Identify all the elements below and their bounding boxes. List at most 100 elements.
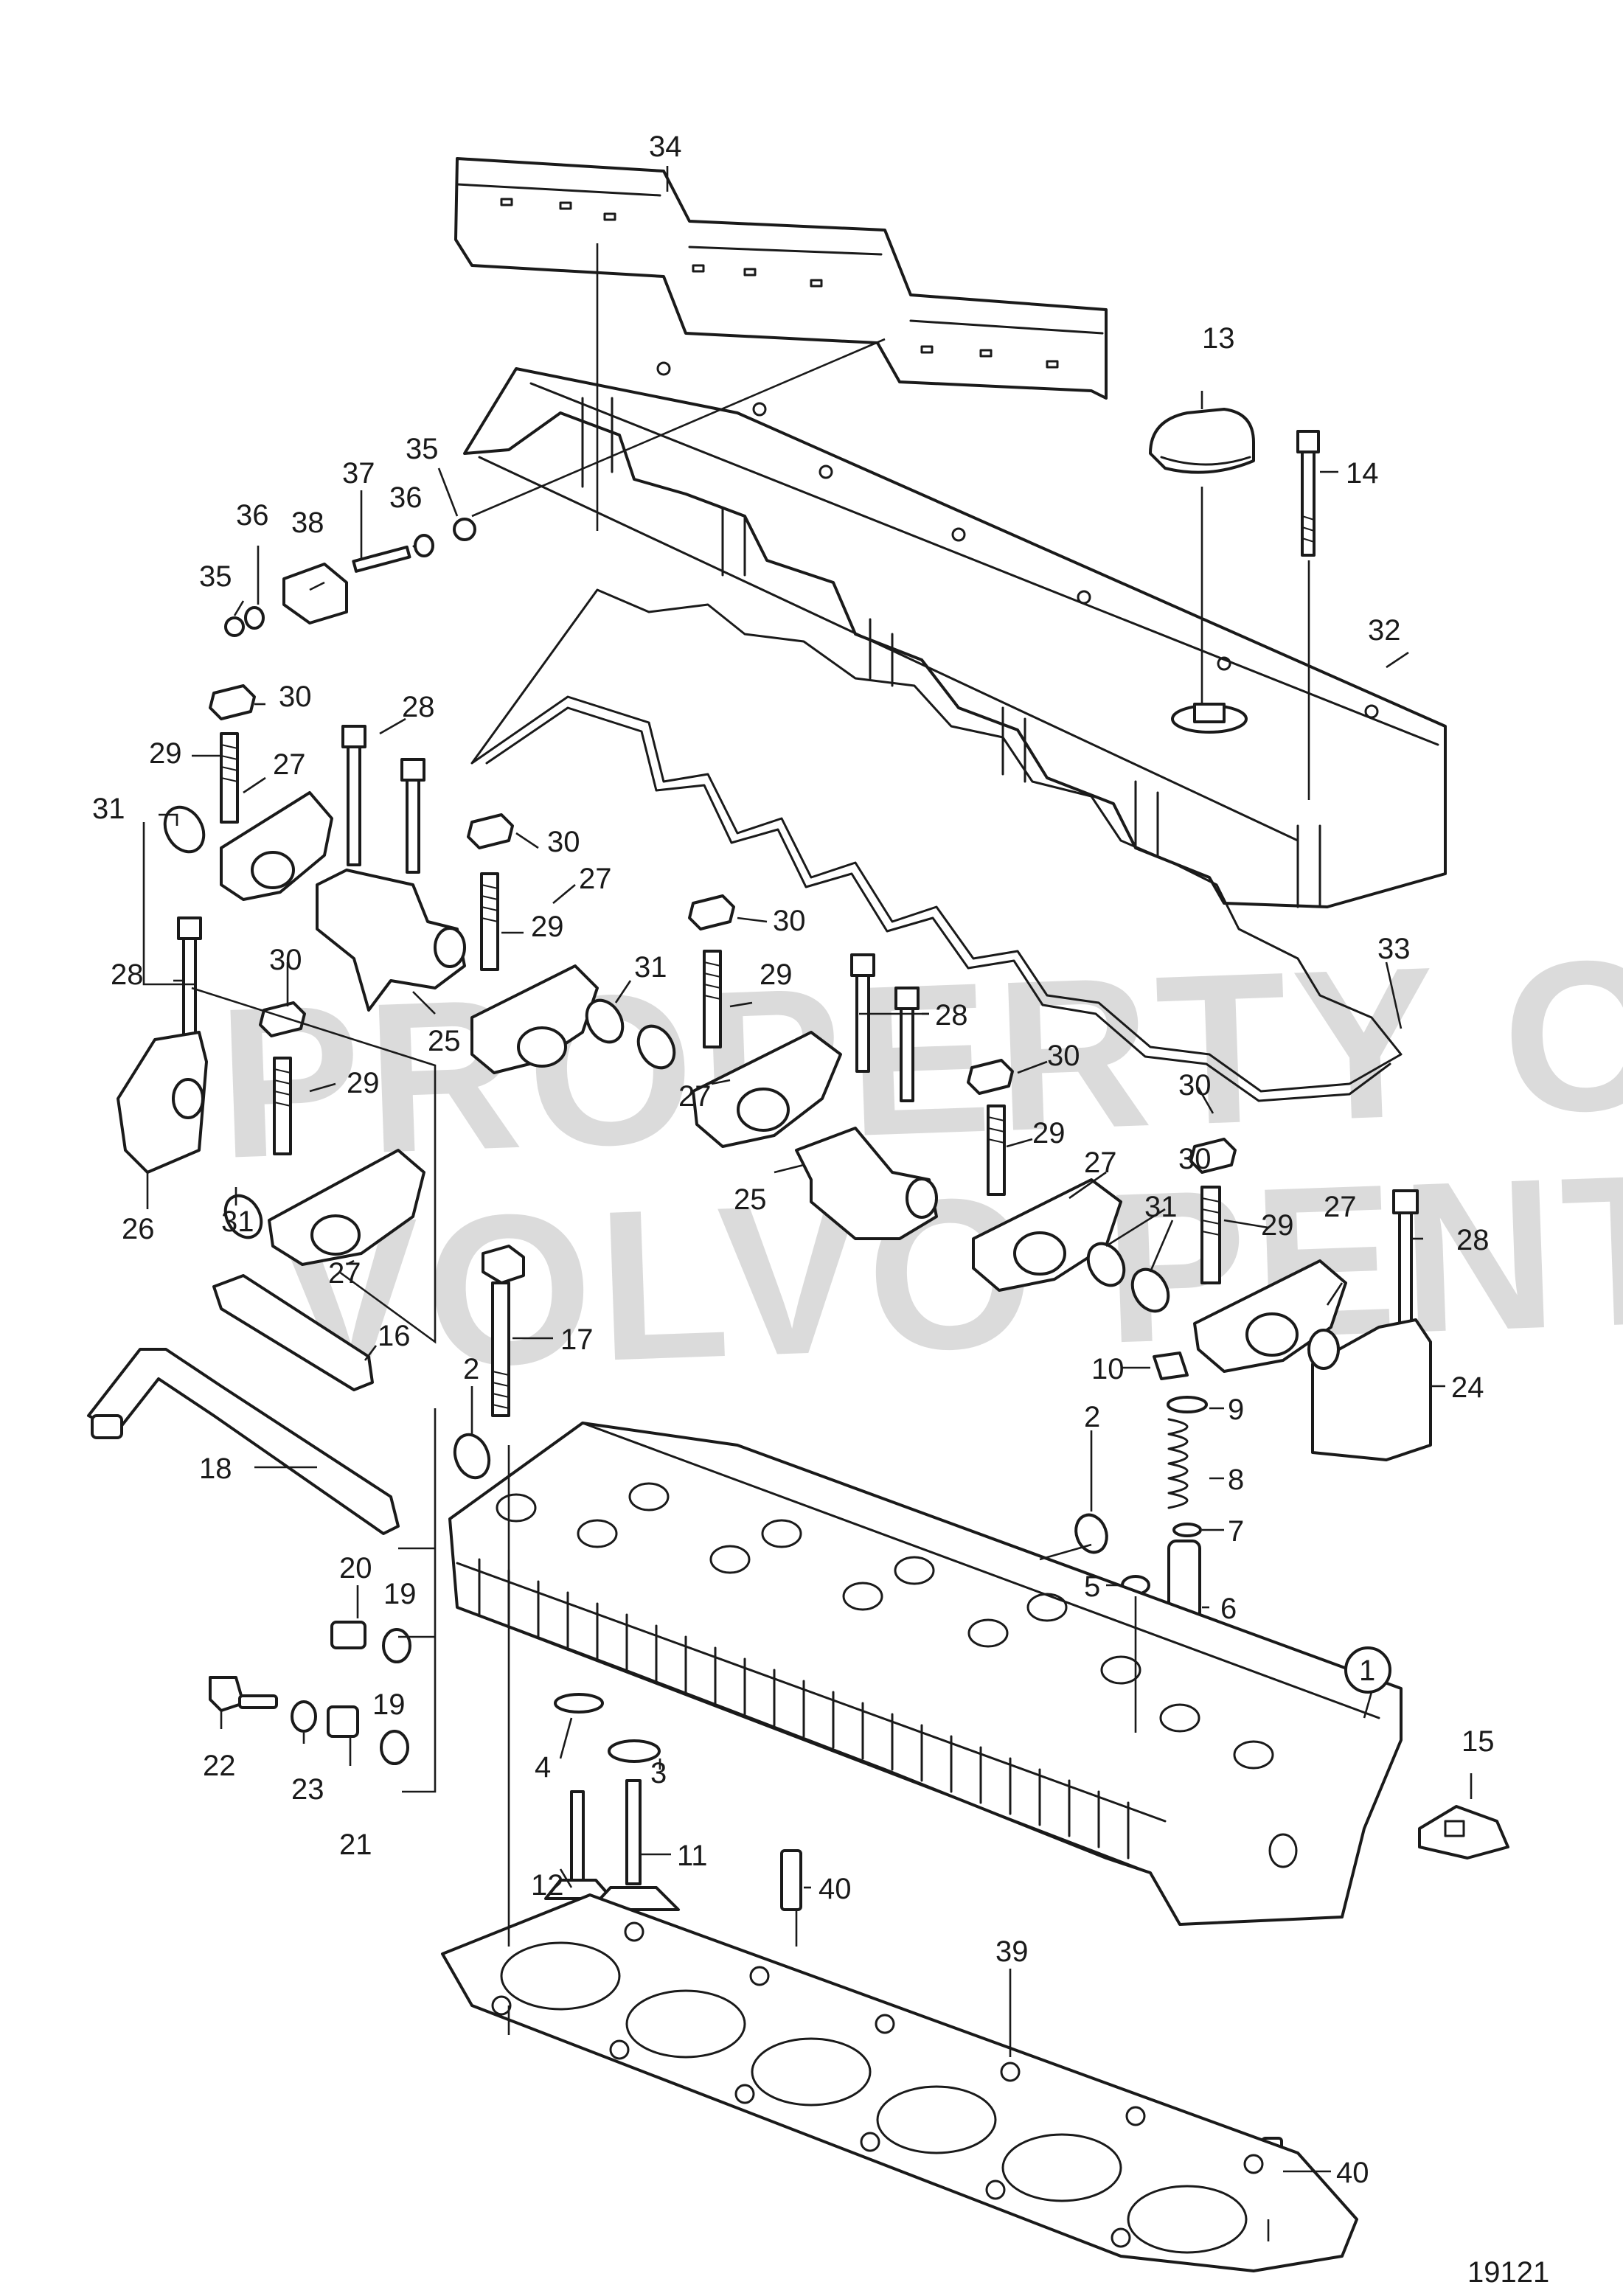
- callout-31-a: 31: [92, 793, 125, 825]
- nut-30-d: [259, 1001, 306, 1037]
- callout-5: 5: [1084, 1570, 1100, 1603]
- callout-29-b: 29: [531, 911, 564, 943]
- watermark: PROPERTY OF VOLVO PENTA: [215, 909, 1623, 1417]
- callout-1: 1: [1359, 1655, 1375, 1687]
- bolt-14: [1296, 430, 1320, 557]
- callout-31-c: 31: [221, 1206, 254, 1238]
- stud-29-a: [220, 732, 239, 824]
- callout-40-a: 40: [819, 1873, 852, 1905]
- callout-27-e: 27: [1084, 1147, 1117, 1179]
- circlips-31: [163, 805, 1170, 1313]
- callout-23: 23: [291, 1773, 324, 1806]
- callout-4: 4: [535, 1751, 551, 1784]
- callout-28-c: 28: [111, 959, 144, 991]
- callout-21: 21: [339, 1829, 372, 1861]
- callout-34: 34: [649, 131, 682, 163]
- callout-31-d: 31: [1144, 1191, 1178, 1223]
- injector-16: [212, 1274, 374, 1391]
- callout-27-a: 27: [273, 748, 306, 781]
- callout-9: 9: [1228, 1394, 1244, 1426]
- callout-2-b: 2: [1084, 1401, 1100, 1433]
- callout-30-c: 30: [773, 905, 806, 937]
- callout-29-f: 29: [1261, 1209, 1294, 1242]
- callout-6: 6: [1220, 1593, 1237, 1625]
- rocker-brackets: [117, 869, 1432, 1461]
- callout-27-b: 27: [579, 863, 612, 895]
- callout-28-d: 28: [1456, 1224, 1490, 1256]
- stud-29-f: [1200, 1186, 1221, 1284]
- callout-13: 13: [1202, 322, 1235, 355]
- callout-28-b: 28: [935, 999, 968, 1032]
- callout-22: 22: [203, 1750, 236, 1782]
- callout-29-a: 29: [149, 737, 182, 770]
- nut-30-a: [209, 684, 256, 720]
- studs-and-nuts: [209, 684, 1237, 1284]
- leader-lines: [142, 166, 1473, 2241]
- small-fasteners-35-38: [224, 518, 476, 637]
- callout-17: 17: [560, 1323, 594, 1356]
- callout-20: 20: [339, 1552, 372, 1584]
- valves-and-seats: [544, 1693, 680, 1911]
- callout-30-d: 30: [269, 944, 302, 976]
- nut-30-c: [688, 894, 735, 930]
- callout-39: 39: [995, 1935, 1029, 1968]
- callout-30-g: 30: [1178, 1143, 1212, 1175]
- callout-37: 37: [342, 457, 375, 490]
- cover-plate-34: [454, 157, 1108, 400]
- delivery-pipe-18: [87, 1348, 400, 1535]
- callout-36-left: 36: [236, 499, 269, 532]
- callout-15: 15: [1462, 1725, 1495, 1758]
- gasket-33: [470, 588, 1403, 1102]
- callout-circle-1: [1344, 1646, 1391, 1694]
- diagram-reference-number: 19121: [1467, 2256, 1549, 2289]
- stud-29-c: [703, 950, 722, 1048]
- callout-14: 14: [1346, 457, 1379, 490]
- callout-30-f: 30: [1178, 1069, 1212, 1102]
- callout-16: 16: [378, 1320, 411, 1352]
- bracket-15: [1418, 1805, 1509, 1860]
- cylinder-head-1: [448, 1422, 1403, 1926]
- callout-labels: 34 13 14 32 35 37 36 36 38 35 30 28 29 2…: [92, 131, 1495, 2189]
- callout-35-top: 35: [406, 433, 439, 465]
- rocker-arms-27: [220, 791, 1347, 1373]
- callout-7: 7: [1228, 1515, 1244, 1548]
- callout-2-a: 2: [463, 1353, 479, 1385]
- callout-38: 38: [291, 507, 324, 539]
- callout-29-c: 29: [760, 959, 793, 991]
- callout-32: 32: [1368, 614, 1401, 647]
- oil-filler-cap-13: [1149, 408, 1255, 474]
- callout-30-e: 30: [1047, 1040, 1080, 1072]
- nut-30-b: [467, 813, 514, 849]
- callout-27-c: 27: [678, 1080, 712, 1113]
- callout-12: 12: [531, 1869, 564, 1902]
- stud-29-b: [480, 872, 499, 971]
- callout-35-left: 35: [199, 560, 232, 593]
- callout-8: 8: [1228, 1464, 1244, 1496]
- callout-28-a: 28: [402, 691, 435, 723]
- callout-27-f: 27: [1324, 1191, 1357, 1223]
- callout-24: 24: [1451, 1371, 1484, 1404]
- callout-40-b: 40: [1336, 2157, 1369, 2189]
- callout-10: 10: [1091, 1353, 1125, 1385]
- callout-25-b: 25: [734, 1183, 767, 1216]
- callout-25-a: 25: [428, 1025, 461, 1057]
- callout-11: 11: [677, 1840, 708, 1872]
- callout-30-a: 30: [279, 681, 312, 713]
- callout-36-right: 36: [389, 481, 423, 514]
- callout-19-a: 19: [383, 1578, 417, 1610]
- nut-30-f: [1189, 1138, 1237, 1174]
- callout-26: 26: [122, 1213, 155, 1245]
- callout-30-b: 30: [547, 826, 580, 858]
- callout-33: 33: [1377, 933, 1411, 965]
- plugs-2: [453, 1433, 1108, 1554]
- callout-3: 3: [650, 1757, 667, 1789]
- callout-19-b: 19: [372, 1688, 406, 1721]
- valve-cover-32: [463, 361, 1447, 908]
- callout-27-d: 27: [328, 1257, 361, 1290]
- head-gasket-39: [441, 1893, 1358, 2272]
- callout-18: 18: [199, 1453, 232, 1485]
- stud-29-d: [273, 1057, 292, 1155]
- bolts-28: [177, 725, 1419, 1325]
- stud-29-e: [987, 1104, 1006, 1196]
